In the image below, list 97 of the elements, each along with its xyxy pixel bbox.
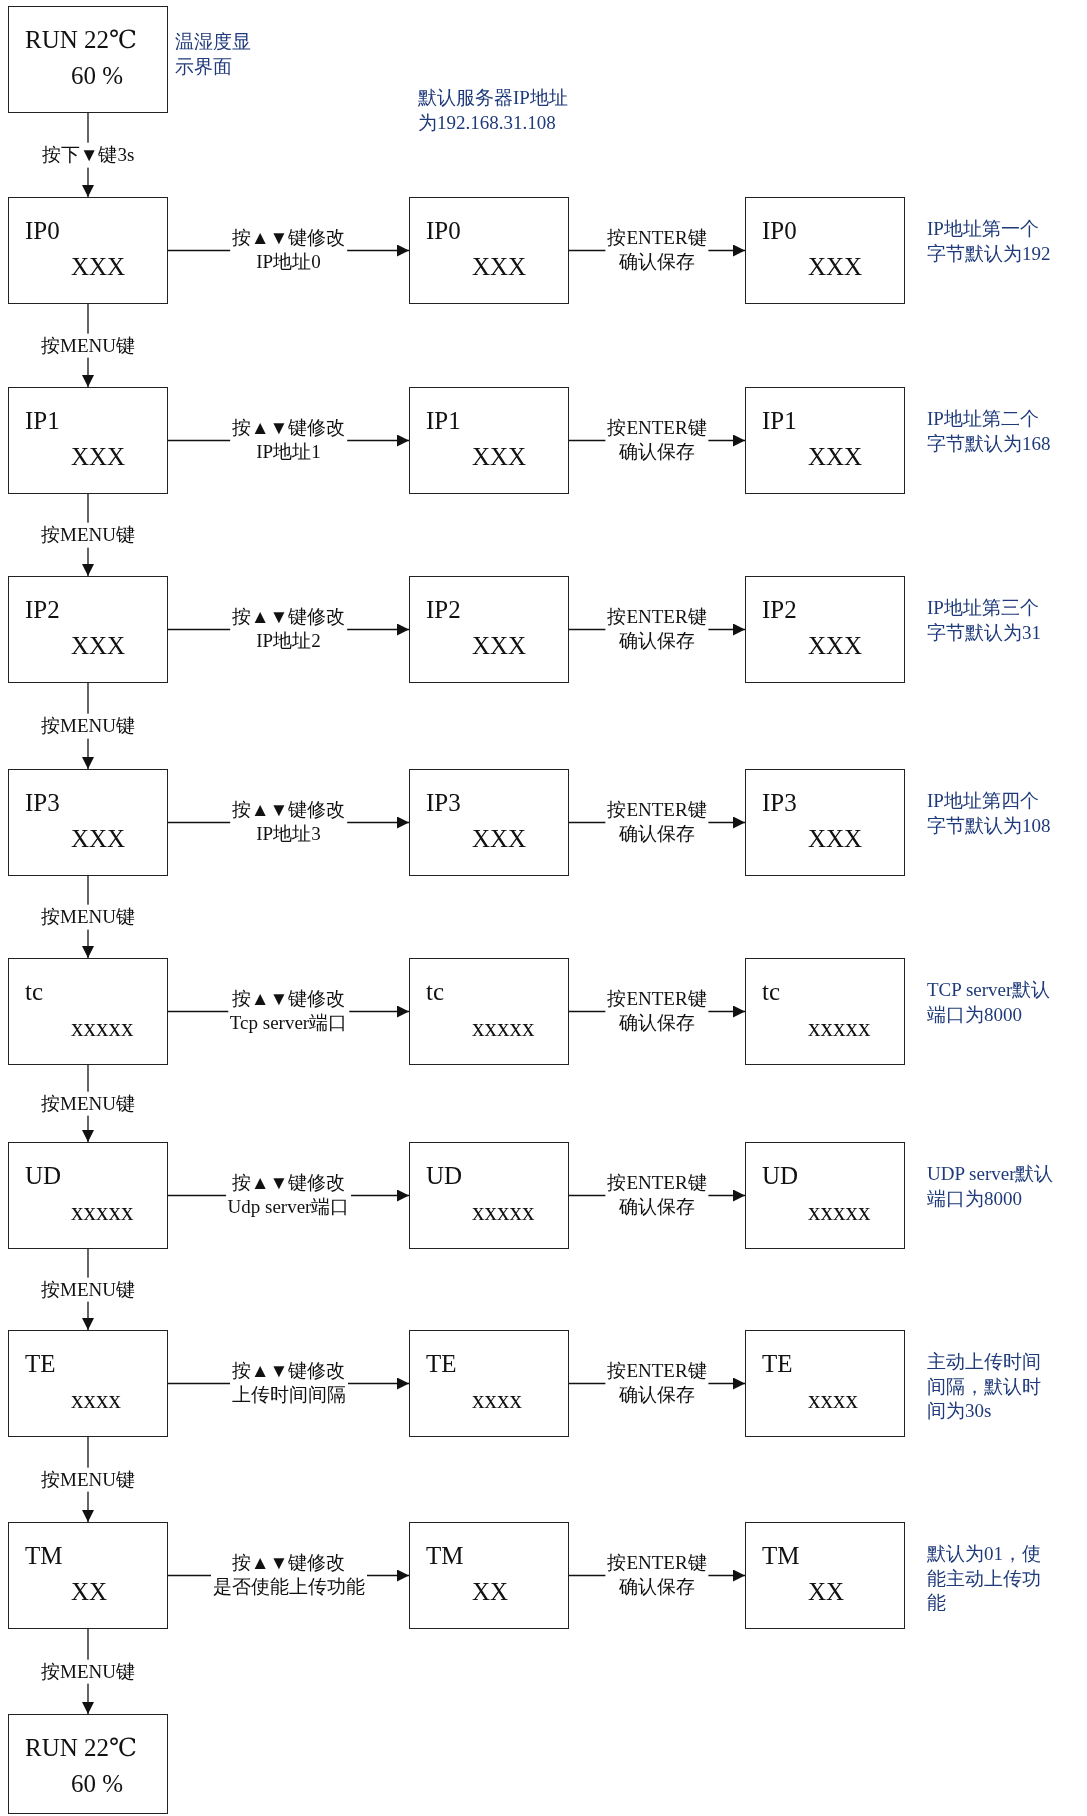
screen-value: XXX	[808, 633, 863, 658]
display-screen-box	[409, 1330, 569, 1437]
screen-value: XXX	[472, 254, 527, 279]
annotation-note: 主动上传时间间隔，默认时间为30s	[927, 1350, 1042, 1424]
screen-value: XXX	[472, 826, 527, 851]
edge-label: 按下▼键3s	[39, 142, 137, 168]
screen-label: IP2	[25, 597, 60, 622]
edge-label: 按MENU键	[39, 522, 137, 548]
display-screen-box	[8, 1522, 168, 1629]
annotation-note: 默认为01，使能主动上传功能	[927, 1542, 1042, 1616]
screen-value: XXX	[808, 826, 863, 851]
display-screen-box	[8, 1330, 168, 1437]
screen-value: xxxxx	[472, 1015, 535, 1040]
annotation-note: IP地址第三个字节默认为31	[927, 596, 1042, 645]
screen-value: xxxxx	[808, 1015, 871, 1040]
annotation-note: UDP server默认端口为8000	[927, 1162, 1055, 1211]
display-screen-box	[745, 769, 905, 876]
screen-value: xxxx	[808, 1387, 858, 1412]
screen-label: RUN 22℃	[25, 1735, 137, 1760]
display-screen-box	[8, 197, 168, 304]
screen-value: XX	[808, 1579, 845, 1604]
display-screen-box	[745, 387, 905, 494]
display-screen-box	[409, 769, 569, 876]
display-screen-box	[409, 387, 569, 494]
display-screen-box	[8, 6, 168, 113]
screen-value: XXX	[71, 633, 126, 658]
display-screen-box	[8, 387, 168, 494]
edge-label: 按MENU键	[39, 904, 137, 930]
display-screen-box	[409, 1142, 569, 1249]
display-screen-box	[745, 1142, 905, 1249]
screen-label: UD	[426, 1163, 463, 1188]
display-screen-box	[409, 576, 569, 683]
screen-value: XXX	[472, 633, 527, 658]
display-screen-box	[409, 197, 569, 304]
screen-value: xxxxx	[472, 1199, 535, 1224]
edge-label: 按MENU键	[39, 1091, 137, 1116]
annotation-note: IP地址第一个字节默认为192	[927, 217, 1052, 266]
display-screen-box	[409, 1522, 569, 1629]
edge-label: 按MENU键	[39, 713, 137, 739]
screen-label: IP0	[25, 218, 60, 243]
screen-value: XXX	[71, 444, 126, 469]
edge-label: 按MENU键	[39, 1467, 137, 1492]
screen-label: TE	[25, 1351, 56, 1376]
annotation-note: TCP server默认端口为8000	[927, 978, 1052, 1027]
screen-label: IP0	[762, 218, 797, 243]
screen-value: XXX	[71, 254, 126, 279]
screen-label: IP3	[25, 790, 60, 815]
edge-label: 按MENU键	[39, 1277, 137, 1302]
display-screen-box	[745, 576, 905, 683]
screen-label: tc	[25, 979, 44, 1004]
screen-label: IP2	[426, 597, 461, 622]
screen-label: IP3	[762, 790, 797, 815]
screen-value: xxxxx	[808, 1199, 871, 1224]
display-screen-box	[745, 1522, 905, 1629]
display-screen-box	[8, 1714, 168, 1814]
display-screen-box	[745, 1330, 905, 1437]
screen-label: TM	[25, 1543, 63, 1568]
screen-label: RUN 22℃	[25, 27, 137, 52]
display-screen-box	[409, 958, 569, 1065]
screen-label: IP1	[762, 408, 797, 433]
screen-label: tc	[762, 979, 781, 1004]
screen-label: TM	[426, 1543, 464, 1568]
screen-label: IP1	[426, 408, 461, 433]
display-screen-box	[745, 197, 905, 304]
screen-label: IP3	[426, 790, 461, 815]
display-screen-box	[8, 576, 168, 683]
annotation-note: 温湿度显示界面	[175, 30, 252, 79]
screen-label: IP1	[25, 408, 60, 433]
screen-value: 60 %	[71, 63, 124, 88]
screen-label: IP2	[762, 597, 797, 622]
screen-label: tc	[426, 979, 445, 1004]
screen-value: xxxx	[472, 1387, 522, 1412]
annotation-note: IP地址第二个字节默认为168	[927, 407, 1052, 456]
display-screen-box	[8, 769, 168, 876]
screen-label: TE	[426, 1351, 457, 1376]
screen-value: 60 %	[71, 1771, 124, 1796]
screen-value: XX	[472, 1579, 509, 1604]
screen-label: UD	[25, 1163, 62, 1188]
note-text: 默认服务器IP地址为192.168.31.108	[418, 86, 569, 135]
screen-value: XXX	[71, 826, 126, 851]
edge-label: 按MENU键	[39, 333, 137, 358]
screen-value: XXX	[808, 254, 863, 279]
display-screen-box	[745, 958, 905, 1065]
screen-value: XXX	[472, 444, 527, 469]
screen-value: XX	[71, 1579, 108, 1604]
display-screen-box	[8, 958, 168, 1065]
screen-value: xxxx	[71, 1387, 121, 1412]
screen-value: xxxxx	[71, 1015, 134, 1040]
edge-label: 按MENU键	[39, 1659, 137, 1684]
annotation-note: IP地址第四个字节默认为108	[927, 789, 1052, 838]
screen-value: xxxxx	[71, 1199, 134, 1224]
screen-label: IP0	[426, 218, 461, 243]
screen-label: UD	[762, 1163, 799, 1188]
screen-label: TE	[762, 1351, 793, 1376]
display-screen-box	[8, 1142, 168, 1249]
screen-label: TM	[762, 1543, 800, 1568]
screen-value: XXX	[808, 444, 863, 469]
